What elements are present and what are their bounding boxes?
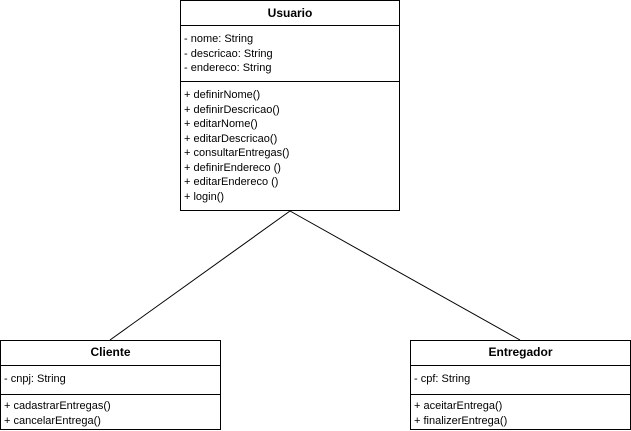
attributes-section: - nome: String - descricao: String - end… xyxy=(181,26,399,82)
methods-section: + definirNome() + definirDescricao() + e… xyxy=(181,82,399,204)
class-entregador[interactable]: Entregador - cpf: String + aceitarEntreg… xyxy=(410,340,631,430)
attribute-row: - cpf: String xyxy=(414,373,471,385)
attribute-row: - nome: String xyxy=(184,33,254,45)
class-usuario[interactable]: Usuario - nome: String - descricao: Stri… xyxy=(180,0,400,211)
class-title: Cliente xyxy=(1,341,220,366)
class-title: Usuario xyxy=(181,1,399,26)
attributes-section: - cnpj: String xyxy=(1,366,220,395)
method-row: + definirEndereco () xyxy=(184,161,281,174)
class-title: Entregador xyxy=(411,341,630,366)
method-row: + editarDescricao() xyxy=(184,132,278,145)
method-row: + editarEndereco () xyxy=(184,176,279,188)
method-row: + login() xyxy=(184,190,225,203)
method-row: + cadastrarEntregas() xyxy=(4,400,111,412)
attribute-row: - endereco: String xyxy=(184,62,272,74)
methods-section: + cadastrarEntregas() + cancelarEntrega(… xyxy=(1,395,220,428)
methods-section: + aceitarEntrega() + finalizerEntrega() xyxy=(411,395,630,428)
usuario-entregador-connector[interactable] xyxy=(289,210,521,341)
attributes-section: - cpf: String xyxy=(411,366,630,395)
attribute-row: - cnpj: String xyxy=(4,373,66,385)
method-row: + cancelarEntrega() xyxy=(4,414,101,427)
method-row: + consultarEntregas() xyxy=(184,147,290,159)
method-row: + aceitarEntrega() xyxy=(414,400,503,412)
attribute-row: - descricao: String xyxy=(184,47,273,60)
method-row: + definirDescricao() xyxy=(184,103,280,116)
class-cliente[interactable]: Cliente - cnpj: String + cadastrarEntreg… xyxy=(0,340,221,430)
method-row: + finalizerEntrega() xyxy=(414,414,508,427)
method-row: + definirNome() xyxy=(184,89,261,101)
method-row: + editarNome() xyxy=(184,118,258,130)
usuario-cliente-connector[interactable] xyxy=(109,210,291,341)
